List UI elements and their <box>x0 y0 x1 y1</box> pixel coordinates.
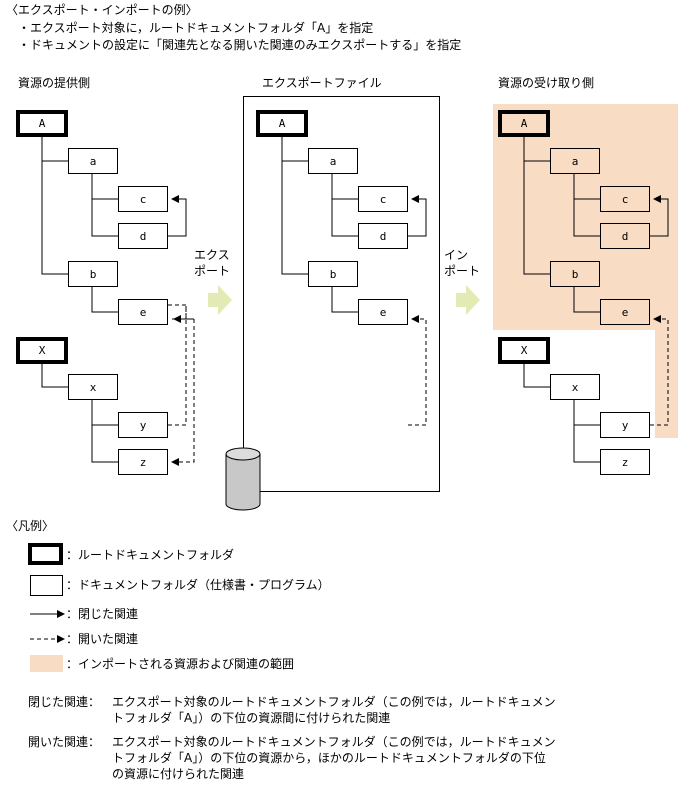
note-open-line-1: エクスポート対象のルートドキュメントフォルダ（この例では，ルートドキュメン <box>112 735 556 749</box>
export-folder-b: b <box>308 261 358 287</box>
legend-title: 〈凡例〉 <box>6 519 55 533</box>
provider-root-folder-A: A <box>16 110 68 137</box>
receiver-folder-z: z <box>600 449 650 475</box>
provider-tree-lines <box>41 137 118 463</box>
legend-root-folder-label: ：ルートドキュメントフォルダ <box>66 548 235 562</box>
provider-folder-d: d <box>118 223 168 249</box>
provider-folder-e: e <box>118 299 168 325</box>
import-range-shade-tail <box>655 328 678 438</box>
export-folder-e: e <box>358 299 408 325</box>
export-open-relation <box>408 315 427 426</box>
provider-folder-y: y <box>118 412 168 438</box>
database-cylinder-icon <box>225 447 261 511</box>
import-arrow-label-2: ポート <box>444 264 481 278</box>
import-arrow-label-1: イン <box>444 248 469 262</box>
export-arrow-label-2: ポート <box>194 264 231 278</box>
note-open-line-2: トフォルダ「A」）の下位の資源から，ほかのルートドキュメントフォルダの下位 <box>112 751 546 765</box>
export-folder-a: a <box>308 148 358 174</box>
legend-open-label: ：開いた関連 <box>66 632 139 646</box>
note-open-label: 開いた関連： <box>28 735 101 749</box>
receiver-tree-lines <box>523 137 600 463</box>
legend-doc-folder-sample <box>30 575 63 596</box>
receiver-folder-e: e <box>600 299 650 325</box>
provider-folder-z: z <box>118 449 168 475</box>
note-open-line-3: の資源に付けられた関連 <box>112 767 245 781</box>
export-closed-relation <box>408 195 427 237</box>
receiver-folder-y: y <box>600 412 650 438</box>
provider-folder-b: b <box>68 261 118 287</box>
export-file-heading: エクスポートファイル <box>262 76 382 90</box>
receiver-folder-x: x <box>550 374 600 400</box>
receiver-closed-relation <box>650 195 669 237</box>
note-closed-line-2: トフォルダ「A」）の下位の資源間に付けられた関連 <box>112 711 391 725</box>
export-root-folder-A: A <box>256 110 308 137</box>
receiver-open-relation <box>650 315 669 426</box>
legend-doc-folder-label: ：ドキュメントフォルダ（仕様書・プログラム） <box>66 578 330 592</box>
diagram-title: 〈エクスポート・インポートの例〉 <box>6 3 198 17</box>
legend-closed-label: ：閉じた関連 <box>66 607 139 621</box>
receiver-folder-c: c <box>600 186 650 212</box>
provider-open-relation-y <box>168 305 187 426</box>
export-folder-c: c <box>358 186 408 212</box>
receiver-heading: 資源の受け取り側 <box>498 76 595 90</box>
export-arrow-label-1: エクス <box>194 248 230 262</box>
receiver-folder-d: d <box>600 223 650 249</box>
receiver-root-folder-X: X <box>498 337 550 364</box>
import-block-arrow <box>456 285 480 315</box>
provider-open-relation-e-top <box>168 304 187 320</box>
legend-imported-label: ：インポートされる資源および関連の範囲 <box>66 657 295 671</box>
receiver-folder-a: a <box>550 148 600 174</box>
provider-heading: 資源の提供側 <box>18 76 91 90</box>
note-closed-line-1: エクスポート対象のルートドキュメントフォルダ（この例では，ルートドキュメン <box>112 695 556 709</box>
provider-closed-relation <box>168 195 187 237</box>
receiver-folder-b: b <box>550 261 600 287</box>
legend-import-range-swatch <box>30 655 63 672</box>
export-folder-d: d <box>358 223 408 249</box>
export-block-arrow <box>208 285 232 315</box>
note-closed-label: 閉じた関連： <box>28 695 101 709</box>
provider-root-folder-X: X <box>16 337 68 364</box>
provider-open-relation-z <box>171 319 195 466</box>
provider-folder-a: a <box>68 148 118 174</box>
bullet-document-setting: ・ドキュメントの設定に「関連先となる開いた関連のみエクスポートする」を指定 <box>18 38 462 52</box>
legend-root-folder-sample <box>28 543 63 565</box>
export-tree-lines <box>281 137 358 313</box>
provider-folder-c: c <box>118 186 168 212</box>
bullet-export-target: ・エクスポート対象に，ルートドキュメントフォルダ「A」を指定 <box>18 21 374 35</box>
receiver-root-folder-A: A <box>498 110 550 137</box>
provider-folder-x: x <box>68 374 118 400</box>
